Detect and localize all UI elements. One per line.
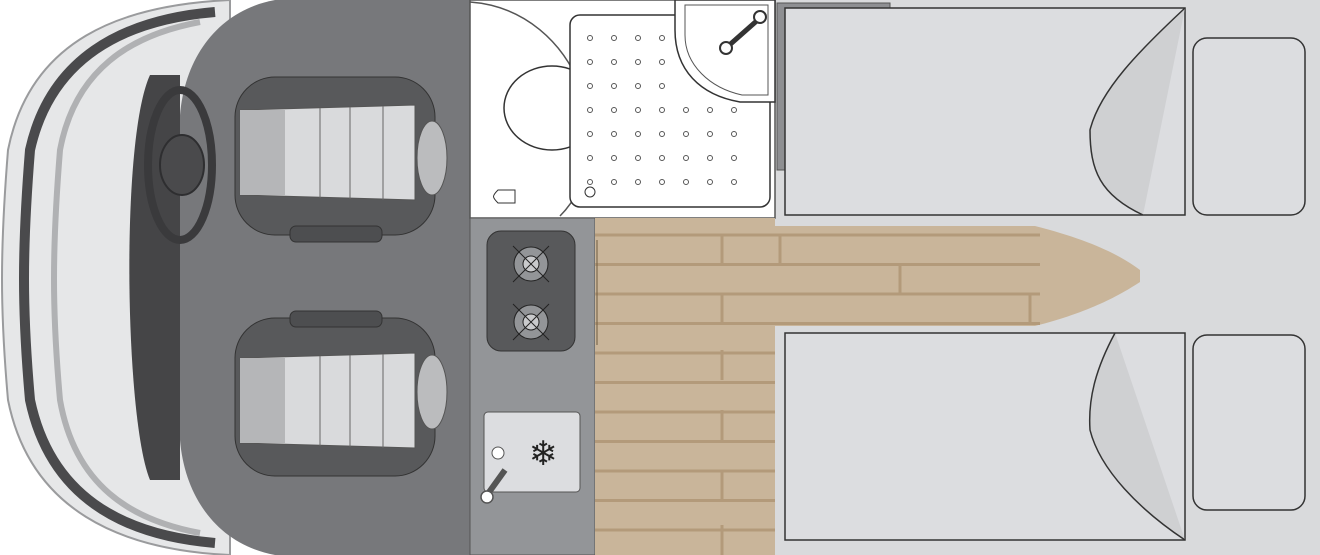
shower-drain-dot bbox=[659, 155, 665, 161]
bed-top bbox=[784, 7, 1306, 216]
shower-drain-dot bbox=[659, 35, 665, 41]
shower-drain-dot bbox=[587, 59, 593, 65]
steering-wheel-icon bbox=[144, 86, 216, 244]
shower-drain-dot bbox=[611, 131, 617, 137]
shower-drain-dot bbox=[659, 83, 665, 89]
shower-drain-dot bbox=[707, 155, 713, 161]
bathroom bbox=[469, 0, 776, 219]
shower-drain-dot bbox=[587, 35, 593, 41]
shower-drain-dot bbox=[587, 179, 593, 185]
shower-drain-dot bbox=[635, 179, 641, 185]
shower-drain-dot bbox=[707, 179, 713, 185]
shower-drain-dot bbox=[731, 155, 737, 161]
shower-drain-dot bbox=[731, 131, 737, 137]
shower-drain-dot bbox=[707, 131, 713, 137]
shower-drain-dot bbox=[611, 179, 617, 185]
shower-drain-dot bbox=[707, 107, 713, 113]
shower-drain-dot bbox=[587, 83, 593, 89]
shower-drain-dot bbox=[635, 155, 641, 161]
shower-drain-dot bbox=[587, 131, 593, 137]
pillow-icon bbox=[1192, 37, 1306, 216]
shower-drain-dot bbox=[635, 131, 641, 137]
shower-drain-dot bbox=[683, 107, 689, 113]
shower-drain-dot bbox=[611, 107, 617, 113]
shower-drain-dot bbox=[683, 179, 689, 185]
shower-drain-dot bbox=[611, 155, 617, 161]
shower-drain-dot bbox=[635, 59, 641, 65]
shower-drain-dot bbox=[587, 107, 593, 113]
shower-drain-dot bbox=[611, 83, 617, 89]
shower-drain-dot bbox=[587, 155, 593, 161]
shower-drain-dot bbox=[611, 35, 617, 41]
shower-drain-dot bbox=[683, 155, 689, 161]
shower-drain-dot bbox=[659, 179, 665, 185]
sink-icon bbox=[674, 0, 776, 103]
fridge: ❄ bbox=[480, 411, 581, 504]
shower-drain-dot bbox=[659, 59, 665, 65]
shower-drain-dot bbox=[731, 107, 737, 113]
burner-icon bbox=[512, 303, 550, 341]
shower-drain-dot bbox=[635, 107, 641, 113]
shower-drain-dot bbox=[611, 59, 617, 65]
shower-drain-dot bbox=[659, 131, 665, 137]
pillow-icon bbox=[1192, 334, 1306, 511]
wood-floor bbox=[595, 218, 1140, 555]
shower-drain-dot bbox=[635, 35, 641, 41]
shower-drain-dot bbox=[731, 179, 737, 185]
passenger-seat bbox=[234, 310, 448, 477]
burner-icon bbox=[512, 245, 550, 283]
shower-drain-dot bbox=[683, 131, 689, 137]
shower-drain-dot bbox=[635, 83, 641, 89]
hob bbox=[486, 230, 576, 352]
snowflake-icon: ❄ bbox=[529, 434, 558, 474]
driver-seat bbox=[234, 76, 448, 243]
shower-drain-dot bbox=[659, 107, 665, 113]
bed-bottom bbox=[784, 332, 1306, 541]
